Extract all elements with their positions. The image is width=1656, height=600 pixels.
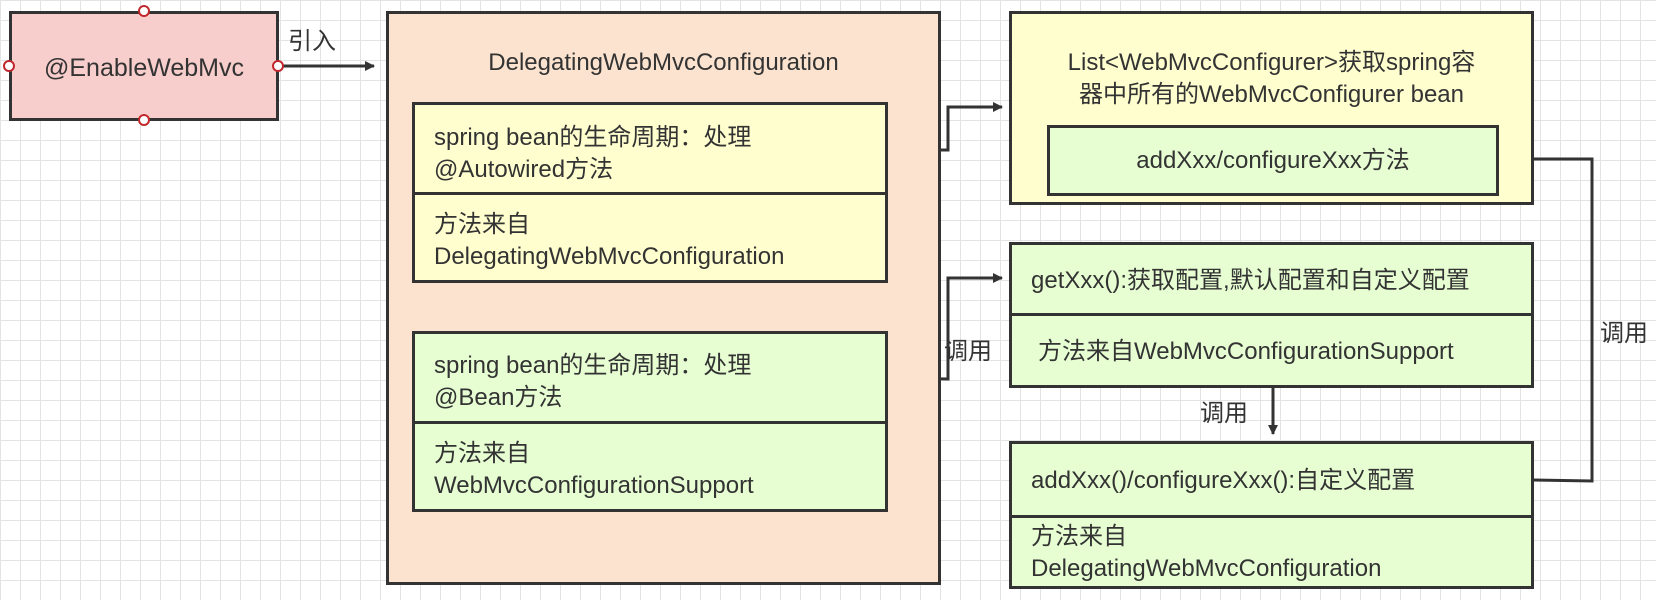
bean-line1: spring bean的生命周期：处理 <box>434 352 752 379</box>
getxxx-box[interactable]: getXxx():获取配置,默认配置和自定义配置 方法来自WebMvcConfi… <box>1009 242 1534 388</box>
resize-handle-bottom[interactable] <box>138 114 150 126</box>
configurers-box[interactable]: List<WebMvcConfigurer>获取spring容 器中所有的Web… <box>1009 11 1534 205</box>
enable-webmvc-label: @EnableWebMvc <box>44 54 244 82</box>
configurers-inner-label: addXxx/configureXxx方法 <box>1136 147 1410 174</box>
addxxx-source-line1: 方法来自 <box>1031 523 1127 550</box>
edge-call-label-right: 调用 <box>1600 320 1648 347</box>
resize-handle-top[interactable] <box>138 5 150 17</box>
configurers-line1: List<WebMvcConfigurer>获取spring容 <box>1067 49 1476 76</box>
bean-source-line1: 方法来自 <box>434 440 530 467</box>
configurers-inner-methods-box[interactable]: addXxx/configureXxx方法 <box>1047 125 1499 196</box>
configurers-line2: 器中所有的WebMvcConfigurer bean <box>1078 81 1465 108</box>
edge-call-label-middle: 调用 <box>1200 400 1248 427</box>
autowired-method-box[interactable]: spring bean的生命周期：处理 @Autowired方法 方法来自 De… <box>412 102 888 283</box>
edge-import-label: 引入 <box>288 28 336 55</box>
bean-method-box[interactable]: spring bean的生命周期：处理 @Bean方法 方法来自 WebMvcC… <box>412 331 888 512</box>
autowired-source-line2: DelegatingWebMvcConfiguration <box>434 243 785 270</box>
addxxx-source-line2: DelegatingWebMvcConfiguration <box>1031 555 1382 582</box>
bean-source-line2: WebMvcConfigurationSupport <box>434 472 754 499</box>
edge-call-label-left: 调用 <box>944 338 992 365</box>
addxxx-divider <box>1012 515 1531 518</box>
bean-divider <box>415 421 885 424</box>
resize-handle-right[interactable] <box>272 60 284 72</box>
bean-line2: @Bean方法 <box>434 384 563 411</box>
autowired-line2: @Autowired方法 <box>434 156 614 183</box>
edge-addxxx-to-configurers-inner <box>1499 154 1594 483</box>
getxxx-source: 方法来自WebMvcConfigurationSupport <box>1038 338 1454 365</box>
autowired-line1: spring bean的生命周期：处理 <box>434 124 752 151</box>
autowired-source-line1: 方法来自 <box>434 211 530 238</box>
addxxx-label: addXxx()/configureXxx():自定义配置 <box>1031 467 1416 494</box>
addxxx-box[interactable]: addXxx()/configureXxx():自定义配置 方法来自 Deleg… <box>1009 441 1534 589</box>
enable-webmvc-node[interactable]: @EnableWebMvc <box>9 11 279 121</box>
delegating-config-title: DelegatingWebMvcConfiguration <box>488 49 839 76</box>
resize-handle-left[interactable] <box>3 60 15 72</box>
getxxx-label: getXxx():获取配置,默认配置和自定义配置 <box>1031 267 1470 294</box>
autowired-divider <box>415 192 885 195</box>
getxxx-divider <box>1012 313 1531 316</box>
